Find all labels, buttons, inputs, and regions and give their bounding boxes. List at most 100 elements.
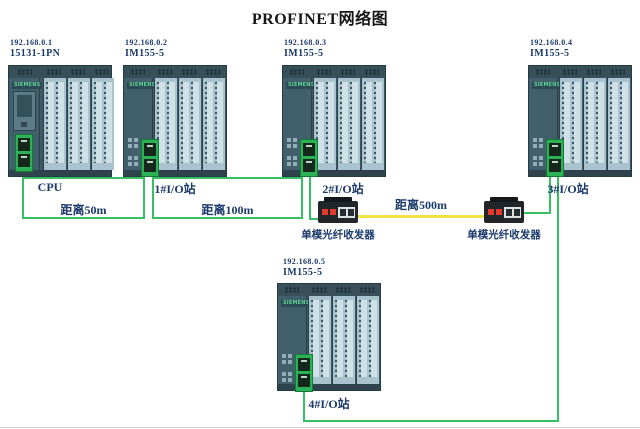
device-info-io2: 192.168.0.3 IM155-5 [284,38,326,60]
rack-io1: SIEMENS [123,65,227,177]
cable-io3-io4 [303,389,305,422]
siemens-logo: SIEMENS [532,82,563,89]
led-indicator [488,209,494,215]
rj45-port [549,143,561,156]
terminal-block [128,138,132,142]
ethernet-ports [141,139,159,177]
siemens-logo: SIEMENS [12,82,43,89]
siemens-logo: SIEMENS [127,82,158,89]
device-info-io3: 192.168.0.4 IM155-5 [530,38,572,60]
vent-holes [341,69,355,75]
cable-cpu-io1 [22,177,145,219]
station-label-io3: 3#I/O站 [547,182,589,196]
fiber-cable [357,215,485,218]
led-indicator [330,209,336,215]
fiber-converter-left [318,197,358,223]
rj45-port [144,143,156,156]
converter-ports [504,207,521,218]
rack-io2: SIEMENS [282,65,386,177]
io-module [332,296,355,384]
cable-io1-io2 [152,177,303,219]
terminal-block [282,354,286,358]
rj45-port [298,374,310,387]
page-bottom-edge [0,427,640,428]
rj45-port [18,138,30,151]
siemens-logo: SIEMENS [286,82,317,89]
io-module [202,78,225,170]
io-module [337,78,360,170]
cpu-display [13,91,36,131]
terminal-block [287,138,291,142]
terminal-block [533,138,537,142]
cpu-module: SIEMENS [9,78,43,170]
converter-label-left: 单模光纤收发器 [301,230,375,241]
device-model: IM155-5 [530,48,570,59]
station-label-cpu: CPU [37,180,63,194]
ip-address: 192.168.0.5 [283,257,326,266]
vent-holes [95,69,109,75]
vent-holes [131,69,145,75]
ip-address: 192.168.0.3 [284,38,327,47]
vent-holes [317,69,331,75]
port [339,209,346,216]
io-module [308,296,331,384]
vent-holes [536,69,550,75]
cable-io3-io4 [557,177,559,422]
converter-ports [338,207,355,218]
ip-address: 192.168.0.4 [530,38,573,47]
vent-holes [611,69,625,75]
station-label-io4: 4#I/O站 [308,397,350,411]
device-model: 15131-1PN [10,48,61,59]
cable-io2-converter [309,177,311,220]
io-module [178,78,201,170]
interface-module: SIEMENS [124,78,158,170]
rack-cpu: SIEMENS [8,65,114,177]
device-model: IM155-5 [283,267,323,278]
ethernet-ports [295,354,313,392]
vent-holes [18,69,32,75]
port [505,209,512,216]
io-module [91,78,114,170]
io-module [559,78,582,170]
io-module [154,78,177,170]
terminal-block [282,372,286,376]
vent-holes [206,69,220,75]
io-module [313,78,336,170]
led-indicator [496,209,502,215]
io-module [356,296,379,384]
rj45-port [298,358,310,371]
vent-holes [158,69,172,75]
vent-holes [290,69,304,75]
rack-io4: SIEMENS [277,283,381,392]
ethernet-ports [546,139,564,177]
vent-holes [182,69,196,75]
rj45-port [303,143,315,156]
port [347,209,354,216]
rj45-port [549,159,561,172]
vent-holes [587,69,601,75]
device-model: IM155-5 [125,48,165,59]
device-model: IM155-5 [284,48,324,59]
cable-io3-io4 [303,420,559,422]
distance-label-500m: 距离500m [395,198,447,212]
station-label-io2: 2#I/O站 [322,182,364,196]
rj45-port [303,159,315,172]
vent-holes [365,69,379,75]
terminal-block [128,156,132,160]
rj45-port [18,154,30,167]
diagram-title: PROFINET网络图 [251,11,389,28]
io-module [607,78,630,170]
converter-label-right: 单模光纤收发器 [467,230,541,241]
io-module [361,78,384,170]
fiber-converter-right [484,197,524,223]
ip-address: 192.168.0.2 [125,38,168,47]
cable-io2-converter [309,218,322,220]
ip-address: 192.168.0.1 [10,38,53,47]
cable-converter-io3 [549,177,551,214]
vent-holes [71,69,85,75]
station-label-io1: 1#I/O站 [154,182,196,196]
io-module [67,78,90,170]
port [513,209,520,216]
device-info-cpu: 192.168.0.1 15131-1PN [10,38,60,60]
terminal-block [287,156,291,160]
